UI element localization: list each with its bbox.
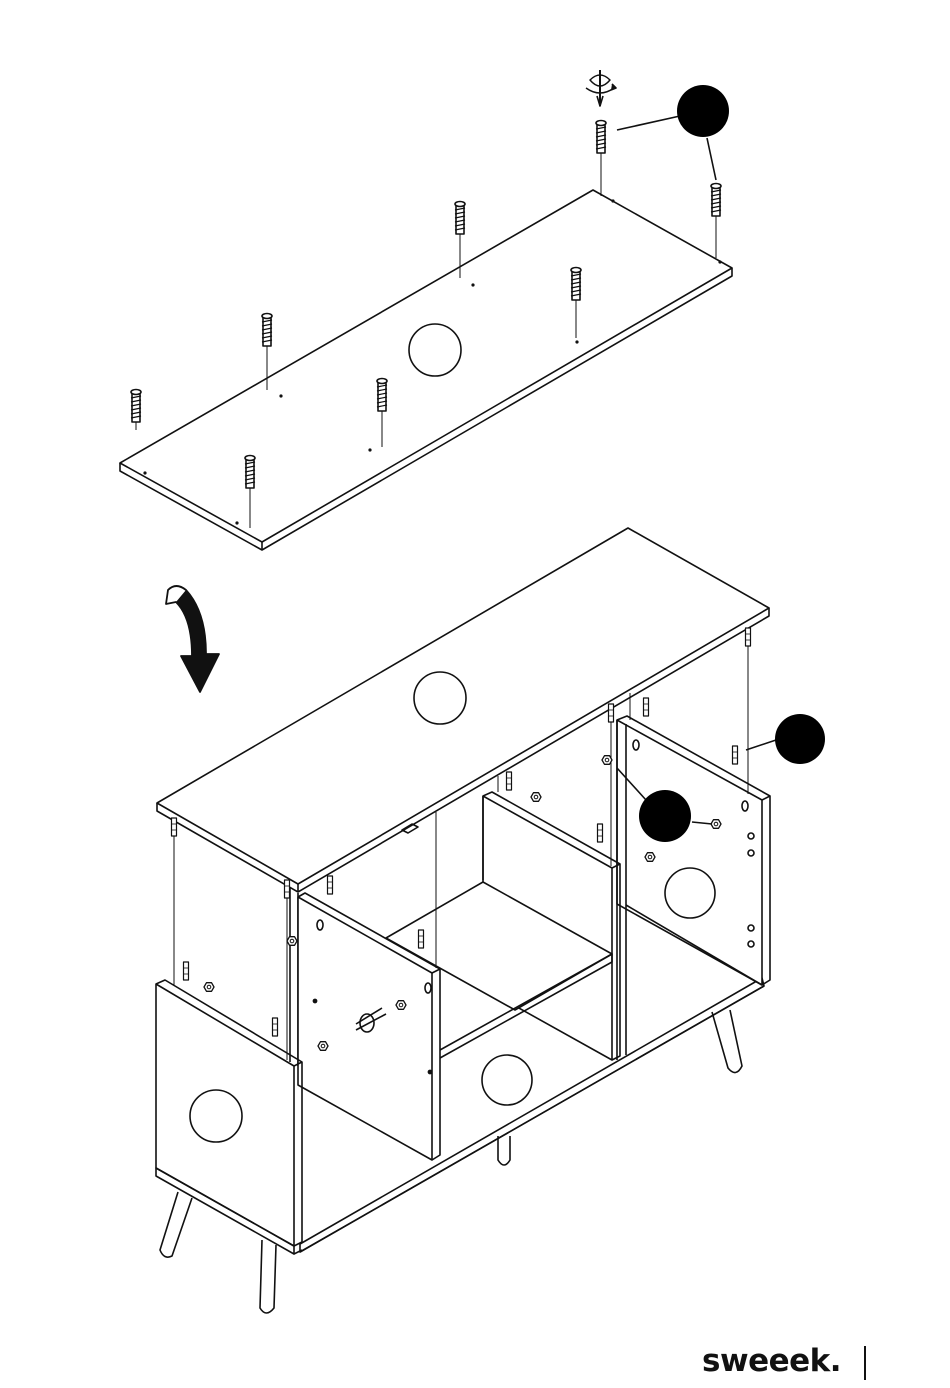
flip-arrow-icon: [166, 586, 219, 692]
brand-logo: sweeek.: [702, 1343, 841, 1379]
wood-dowel-icon: [273, 1018, 278, 1036]
bottom-cable-hole: [482, 1055, 532, 1105]
top-panel-exploded: [120, 190, 732, 550]
cam-nut-icon: [318, 1042, 328, 1051]
wood-dowel-icon: [746, 628, 751, 646]
wood-dowel-icon: [507, 772, 512, 790]
cam-nut-icon: [204, 983, 214, 992]
cam-nut-icon: [711, 820, 721, 829]
cam-nut-icon: [396, 1001, 406, 1010]
callout-pins: [746, 714, 825, 764]
screwdriver-icon: [590, 70, 610, 106]
wood-dowel-icon: [419, 930, 424, 948]
cam-nut-icon: [645, 853, 655, 862]
screw-icon: [131, 390, 141, 431]
logo-divider: [864, 1346, 866, 1380]
wood-dowel-icon: [285, 880, 290, 898]
screw-icon: [711, 184, 721, 259]
cam-nut-icon: [602, 756, 612, 765]
wood-dowel-icon: [609, 704, 614, 722]
wood-dowel-icon: [733, 746, 738, 764]
right-side-panel: [617, 716, 770, 1060]
wood-dowel-icon: [184, 962, 189, 980]
wood-dowel-icon: [172, 818, 177, 836]
cam-nut-icon: [531, 793, 541, 802]
screw-icon: [596, 121, 606, 197]
wood-dowel-icon: [644, 698, 649, 716]
cabinet-body: [156, 528, 770, 1313]
wood-dowel-icon: [598, 824, 603, 842]
wood-dowel-icon: [328, 876, 333, 894]
cam-nut-icon: [287, 937, 297, 946]
callout-top-screws: [617, 85, 729, 180]
